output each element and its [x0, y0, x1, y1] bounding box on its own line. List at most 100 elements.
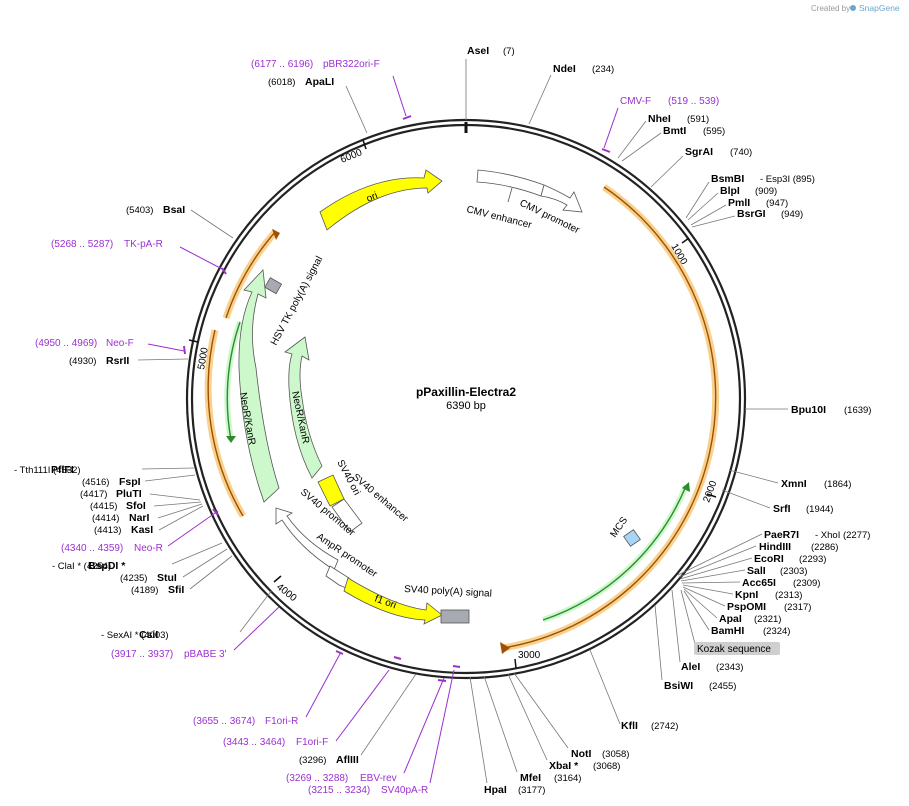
svg-text:SV40pA-R: SV40pA-R	[381, 785, 428, 796]
svg-text:(6177 .. 6196): (6177 .. 6196)	[251, 59, 313, 70]
site-bsiwi[interactable]: BsiWI (2455)	[664, 680, 736, 692]
site-noti[interactable]: NotI (3058)	[571, 748, 629, 760]
site-ndei[interactable]: NdeI (234)	[528, 63, 614, 125]
site-paer7i[interactable]: PaeR7I - XhoI (2277)	[764, 529, 870, 541]
site-mfei[interactable]: MfeI (3164)	[520, 772, 581, 784]
site-sgrai[interactable]: SgrAI (740)	[650, 146, 752, 188]
primer-neo-f[interactable]: (4950 .. 4969) Neo-F	[35, 338, 186, 355]
svg-text:NdeI: NdeI	[553, 63, 576, 75]
site-alei[interactable]: AleI (2343)	[681, 661, 743, 673]
feature-neor-kanr-inner[interactable]: NeoR/KanR	[284, 336, 323, 479]
svg-text:NarI: NarI	[129, 512, 150, 524]
site-kpni[interactable]: KpnI (2313)	[735, 589, 802, 601]
svg-text:XmnI: XmnI	[781, 478, 807, 490]
svg-text:NheI: NheI	[648, 113, 671, 125]
site-bspdi[interactable]: BspDI * - ClaI * (4254)	[52, 560, 126, 572]
site-pluti[interactable]: PluTI (4417)	[80, 488, 142, 500]
site-blpi[interactable]: BlpI (909)	[687, 185, 777, 221]
site-pmli[interactable]: PmlI (947)	[690, 197, 788, 226]
site-apai[interactable]: ApaI (2321)	[719, 613, 781, 625]
site-fspi[interactable]: FspI (4516)	[82, 476, 141, 488]
mcs-site-cluster	[589, 533, 763, 725]
site-csii[interactable]: CsiI - SexAI * (4003)	[101, 629, 169, 641]
orf-left-top-line	[225, 230, 277, 319]
feature-neor-kanr-outer[interactable]: NeoR/KanR	[237, 269, 280, 503]
primer-cmv-f[interactable]: CMV-F (519 .. 539)	[601, 96, 719, 153]
svg-text:Acc65I: Acc65I	[742, 577, 776, 589]
primer-f1ori-r[interactable]: (3655 .. 3674) F1ori-R	[193, 650, 344, 727]
svg-text:(4414): (4414)	[92, 513, 119, 524]
green-left-line	[226, 321, 241, 441]
site-rsrii[interactable]: RsrII (4930)	[69, 355, 129, 367]
site-apali[interactable]: ApaLI (6018)	[268, 76, 334, 88]
orf-right-arrowhead	[500, 642, 510, 654]
site-xbai[interactable]: XbaI * (3068)	[549, 760, 620, 772]
primer-neo-r[interactable]: (4340 .. 4359) Neo-R	[61, 508, 219, 554]
primer-tk-pa-r[interactable]: (5268 .. 5287) TK-pA-R	[51, 239, 227, 275]
site-hindiii[interactable]: HindIII (2286)	[759, 541, 838, 553]
svg-text:(3177): (3177)	[518, 785, 545, 796]
site-bsrgi[interactable]: BsrGI (949)	[691, 208, 803, 228]
site-afliii[interactable]: AflIII (3296)	[299, 754, 359, 766]
site-srfi[interactable]: SrfI (1944)	[721, 489, 833, 515]
site-pspomi[interactable]: PspOMI (2317)	[727, 601, 811, 613]
site-hpai[interactable]: HpaI (3177)	[484, 784, 545, 796]
site-sali[interactable]: SalI (2303)	[747, 565, 807, 577]
site-xmni[interactable]: XmnI (1864)	[728, 469, 851, 490]
feature-kozak-sequence[interactable]: Kozak sequence	[694, 642, 780, 655]
site-kasi[interactable]: KasI (4413)	[94, 524, 153, 536]
svg-text:(3215 .. 3234): (3215 .. 3234)	[308, 785, 370, 796]
svg-text:(4415): (4415)	[90, 501, 117, 512]
svg-text:CsiI: CsiI	[139, 629, 158, 641]
svg-text:(1639): (1639)	[844, 405, 871, 416]
feature-cmv-enhancer[interactable]: CMV enhancer	[465, 169, 545, 231]
site-bsai[interactable]: BsaI (5403)	[126, 204, 185, 216]
svg-text:ApaLI: ApaLI	[305, 76, 334, 88]
feature-sv40-polya[interactable]: SV40 poly(A) signal	[404, 584, 492, 624]
site-pflfi[interactable]: PflFI - Tth111I (4532)	[14, 464, 81, 476]
svg-text:BmtI: BmtI	[663, 125, 686, 137]
site-bpu10i[interactable]: Bpu10I (1639)	[745, 404, 871, 416]
svg-text:(2321): (2321)	[754, 614, 781, 625]
svg-text:(6018): (6018)	[268, 77, 295, 88]
primer-sv40pa-r[interactable]: (3215 .. 3234) SV40pA-R	[308, 665, 461, 796]
primer-pbabe-3[interactable]: (3917 .. 3937) pBABE 3'	[111, 606, 280, 660]
site-bsmbi[interactable]: BsmBI - Esp3I (895)	[685, 173, 815, 219]
site-asei[interactable]: AseI (7)	[465, 45, 515, 120]
svg-text:EcoRI: EcoRI	[754, 553, 784, 565]
site-kfli[interactable]: KflI (2742)	[621, 720, 678, 732]
credit-prefix: Created by	[811, 4, 850, 13]
svg-text:SgrAI: SgrAI	[685, 146, 713, 158]
svg-text:(4189): (4189)	[131, 585, 158, 596]
svg-text:(3296): (3296)	[299, 755, 326, 766]
svg-text:SrfI: SrfI	[773, 503, 791, 515]
svg-text:ori: ori	[365, 190, 379, 204]
site-stui[interactable]: StuI (4235)	[120, 572, 177, 584]
feature-f1-ori[interactable]: f1 ori	[343, 577, 443, 625]
feature-hsv-tk-polya[interactable]: HSV TK poly(A) signal	[264, 255, 325, 348]
svg-text:(234): (234)	[592, 64, 614, 75]
svg-text:(909): (909)	[755, 186, 777, 197]
feature-ori[interactable]: ori	[319, 169, 443, 231]
green-orf-arrowhead	[682, 482, 690, 492]
primer-ebv-rev[interactable]: (3269 .. 3288) EBV-rev	[286, 677, 447, 784]
svg-text:(2313): (2313)	[775, 590, 802, 601]
svg-text:HpaI: HpaI	[484, 784, 507, 796]
site-sfoi[interactable]: SfoI (4415)	[90, 500, 146, 512]
svg-text:EBV-rev: EBV-rev	[360, 773, 397, 784]
svg-text:PspOMI: PspOMI	[727, 601, 766, 613]
svg-text:(3655 .. 3674): (3655 .. 3674)	[193, 716, 255, 727]
site-bamhi[interactable]: BamHI (2324)	[711, 625, 790, 637]
site-nari[interactable]: NarI (4414)	[92, 512, 150, 524]
orf-right-line	[502, 186, 717, 649]
feature-mcs[interactable]: MCS	[608, 515, 641, 547]
site-sfii[interactable]: SfiI (4189)	[131, 584, 184, 596]
svg-text:(3058): (3058)	[602, 749, 629, 760]
site-acc65i[interactable]: Acc65I (2309)	[742, 577, 820, 589]
primer-f1ori-f[interactable]: (3443 .. 3464) F1ori-F	[223, 656, 402, 748]
site-bmti[interactable]: BmtI (595)	[621, 125, 725, 162]
primer-pbr322ori-f[interactable]: (6177 .. 6196) pBR322ori-F	[251, 59, 412, 120]
svg-text:- SexAI * (4003): - SexAI * (4003)	[101, 630, 169, 641]
site-nhei[interactable]: NheI (591)	[617, 113, 709, 159]
site-ecori[interactable]: EcoRI (2293)	[754, 553, 826, 565]
